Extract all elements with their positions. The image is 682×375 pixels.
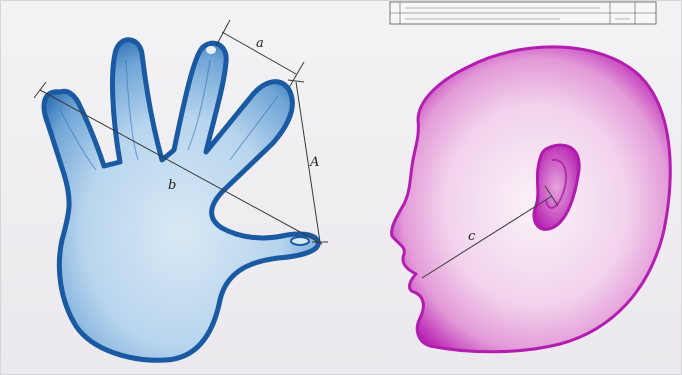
thumb-tip [291, 237, 309, 245]
dimension-label-b: b [168, 178, 176, 193]
title-block [390, 2, 656, 24]
dimension-label-c: c [468, 229, 476, 244]
dimension-label-a: a [256, 36, 264, 51]
dimension-label-A: A [309, 155, 319, 170]
fingernail [206, 46, 216, 54]
